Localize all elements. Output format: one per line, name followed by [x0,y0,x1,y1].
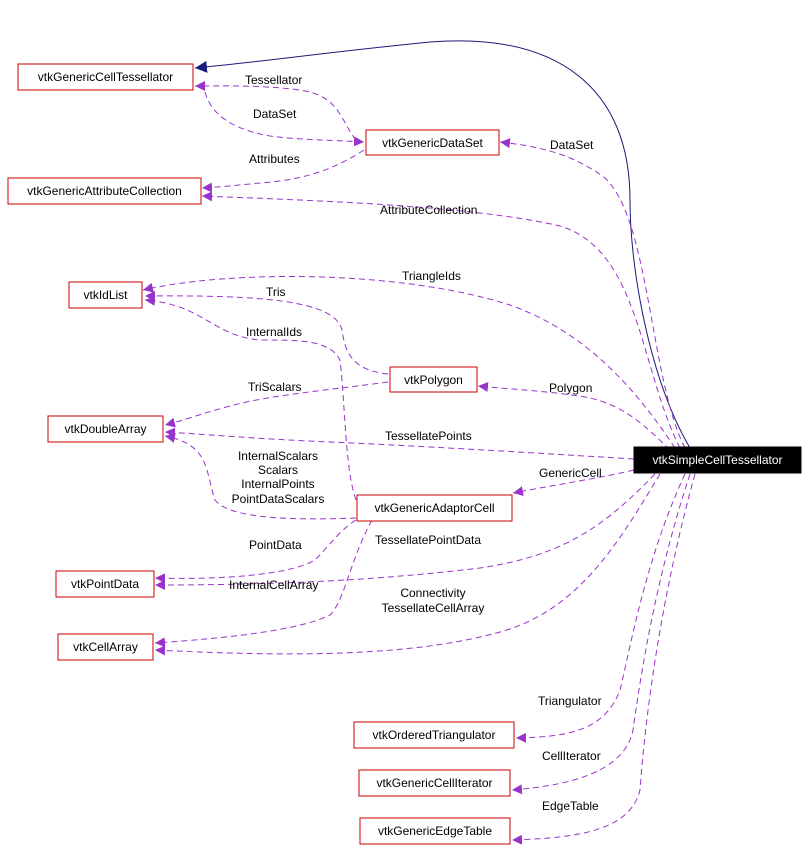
edge-simple-to-ds [499,138,686,449]
node-vtkdoublearray[interactable]: vtkDoubleArray [47,415,164,443]
edge-label-internalscalars: InternalScalars [238,449,318,463]
edge-label-celliterator: CellIterator [542,749,601,763]
node-vtkpolygon[interactable]: vtkPolygon [389,366,478,393]
node-label: vtkOrderedTriangulator [373,728,496,742]
edge-simple-to-idlist [142,276,676,449]
edge-simple-to-citer [511,473,691,795]
edge-simple-to-tess [194,40,691,449]
node-label: vtkIdList [83,288,128,302]
node-vtkgenericadaptorcell[interactable]: vtkGenericAdaptorCell [356,494,513,522]
edge-label-tessellatepointdata: TessellatePointData [375,533,481,547]
node-label: vtkGenericDataSet [382,136,483,150]
node-label: vtkGenericAttributeCollection [27,184,182,198]
edge-label-triscalars: TriScalars [248,380,302,394]
edge-label-scalars: Scalars [258,463,298,477]
edge-label-attributecollection: AttributeCollection [380,203,477,217]
edge-label-polygon: Polygon [549,381,592,395]
edge-simple-to-adaptor [512,469,635,497]
edge-simple-to-darr [164,427,635,460]
edge-label-dataset-tess: DataSet [253,107,297,121]
edge-poly-to-darr [164,381,389,428]
node-label: vtkPointData [71,577,139,591]
node-vtkgenericcelltessellator[interactable]: vtkGenericCellTessellator [17,63,194,91]
edge-label-connectivity: Connectivity [400,586,465,600]
edges [142,40,696,845]
edge-label-pointdatascalars: PointDataScalars [232,492,325,506]
edge-adaptor-to-carr [154,519,373,648]
edge-label-tessellatecellarray: TessellateCellArray [382,601,485,615]
edge-label-internalcellarray: InternalCellArray [229,578,318,592]
edge-ds-to-attr [201,149,365,193]
node-label: vtkDoubleArray [64,422,146,436]
edge-adaptor-to-idlist [144,295,357,501]
node-label: vtkGenericAdaptorCell [374,501,494,515]
node-vtkgenericedgetable[interactable]: vtkGenericEdgeTable [359,817,511,845]
edge-simple-to-poly [477,381,671,451]
edge-label-attributes: Attributes [249,152,300,166]
node-label: vtkGenericCellIterator [376,776,492,790]
edge-simple-to-attr [201,191,681,449]
edge-adaptor-to-pdata [154,519,357,584]
edge-ds-to-tess [194,80,357,141]
edge-adaptor-to-darr [164,433,357,520]
node-vtkgenericattributecollection[interactable]: vtkGenericAttributeCollection [7,177,202,205]
edge-labels: Tessellator DataSet DataSet Attributes A… [229,73,602,813]
edge-label-triangleids: TriangleIds [402,269,461,283]
edge-label-internalids: InternalIds [246,325,302,339]
edge-simple-to-otri [515,473,686,743]
edge-simple-to-pdata [154,473,656,590]
nodes: vtkGenericCellTessellator vtkGenericData… [7,63,802,845]
node-vtkgenericdataset[interactable]: vtkGenericDataSet [365,129,500,156]
edge-poly-to-idlist [144,290,389,375]
edge-label-tris: Tris [266,285,286,299]
edge-label-edgetable: EdgeTable [542,799,599,813]
node-label: vtkCellArray [73,640,138,654]
edge-label-tessellatepoints: TessellatePoints [385,429,472,443]
edge-simple-to-etab [511,473,696,845]
node-label: vtkSimpleCellTessellator [652,453,782,467]
edge-label-dataset-simple: DataSet [550,138,594,152]
node-label: vtkGenericCellTessellator [38,70,173,84]
node-vtkpointdata[interactable]: vtkPointData [55,570,155,598]
node-vtkgenericcelliterator[interactable]: vtkGenericCellIterator [358,769,511,797]
edge-label-genericcell: GenericCell [539,466,602,480]
node-label: vtkPolygon [404,373,463,387]
node-label: vtkGenericEdgeTable [378,824,492,838]
node-vtkcellarray[interactable]: vtkCellArray [57,633,154,661]
node-vtksimplecelltessellator[interactable]: vtkSimpleCellTessellator [633,446,802,474]
node-vtkorderedtriangulator[interactable]: vtkOrderedTriangulator [353,721,515,749]
edge-label-triangulator: Triangulator [538,694,602,708]
edge-tess-to-ds [204,91,365,147]
edge-label-tessellator: Tessellator [245,73,302,87]
node-vtkidlist[interactable]: vtkIdList [68,281,143,309]
edge-label-pointdata: PointData [249,538,302,552]
edge-label-internalpoints: InternalPoints [241,477,314,491]
